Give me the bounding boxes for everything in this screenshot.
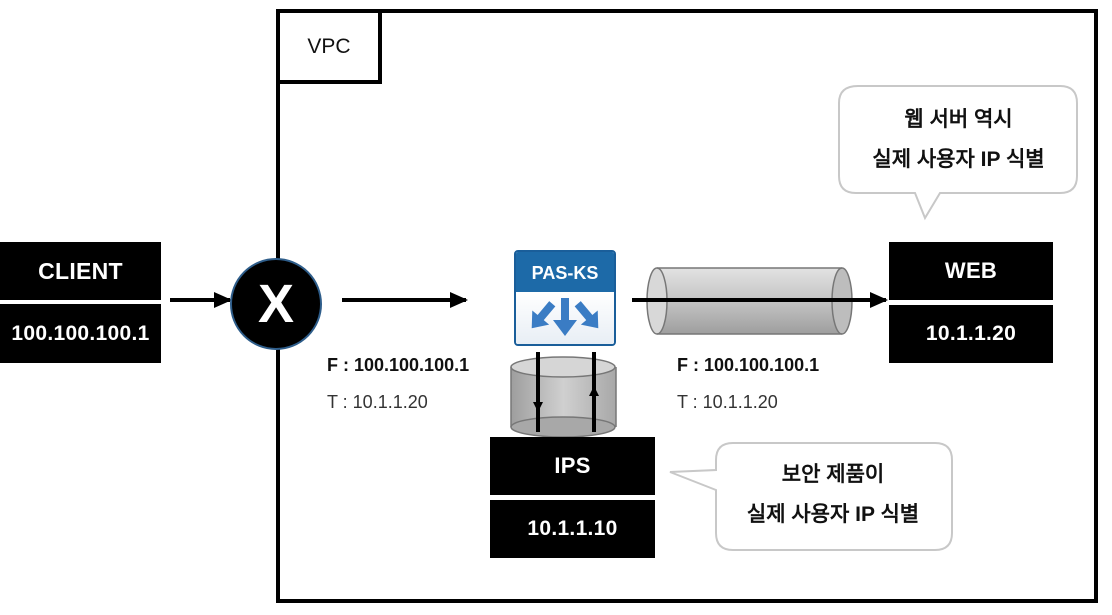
flow-out-from: F : 100.100.100.1 — [677, 355, 820, 375]
callout-ips-text: 보안 제품이 실제 사용자 IP 식별 — [714, 455, 952, 535]
ips-cylinder — [510, 356, 617, 438]
web-ip: 10.1.1.20 — [889, 305, 1053, 363]
ips-ip: 10.1.1.10 — [490, 500, 655, 558]
callout-web-text: 웹 서버 역시 실제 사용자 IP 식별 — [840, 100, 1077, 180]
callout-ips-line2: 실제 사용자 IP 식별 — [746, 503, 920, 526]
web-label: WEB — [889, 242, 1053, 300]
client-ip: 100.100.100.1 — [0, 304, 161, 363]
blocked-node-icon: X — [230, 258, 322, 350]
flow-out-to: T : 10.1.1.20 — [677, 392, 778, 412]
ips-label: IPS — [490, 437, 655, 495]
callout-web-line1: 웹 서버 역시 — [904, 108, 1013, 131]
callout-web-bubble — [838, 85, 1078, 221]
vpc-label: VPC — [276, 9, 382, 84]
client-label: CLIENT — [0, 242, 161, 300]
flow-in-from: F : 100.100.100.1 — [327, 355, 470, 375]
distribute-arrows-icon — [531, 298, 599, 336]
pas-ks-label: PAS-KS — [516, 252, 614, 294]
callout-web-line2: 실제 사용자 IP 식별 — [872, 148, 1045, 171]
pas-ks-appliance: PAS-KS — [514, 250, 616, 346]
flow-in-to: T : 10.1.1.20 — [327, 392, 428, 412]
callout-ips-bubble — [669, 442, 953, 551]
callout-ips-line1: 보안 제품이 — [781, 463, 885, 486]
